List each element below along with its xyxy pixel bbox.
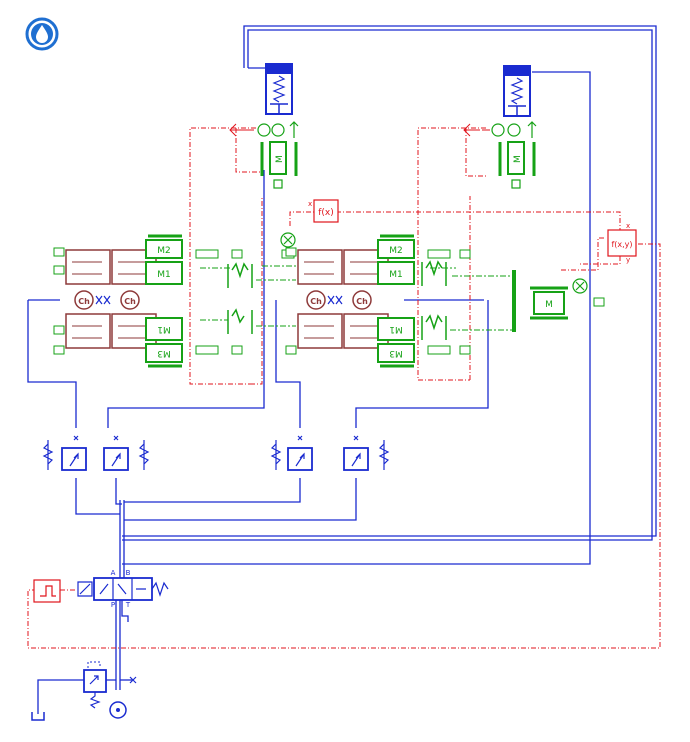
clutch-ch-4[interactable]: Ch [352, 290, 372, 310]
plug-markers [129, 676, 137, 684]
hydraulic-lines [27, 25, 657, 714]
top-right-actuator[interactable] [503, 65, 531, 117]
function-block-fxy[interactable]: f(x,y) [607, 229, 637, 257]
clutch-label: Ch [310, 297, 322, 306]
clutch-label: Ch [124, 297, 136, 306]
gearbox-left: Ch Ch M2 M1 M1 M3 [53, 234, 253, 368]
mass-label: M [275, 155, 285, 163]
top-right-sensor-group: M [463, 121, 537, 189]
input-signal-block[interactable] [33, 579, 61, 603]
speed-sensor-right [572, 278, 588, 294]
top-left-actuator[interactable] [265, 63, 293, 115]
output-mass: M [512, 270, 605, 332]
directional-valve[interactable]: A B P T [77, 569, 169, 609]
function-block-fx[interactable]: f(x) [313, 199, 339, 223]
top-left-sensor-group: M [229, 121, 299, 189]
mass-label: M1 [157, 324, 171, 334]
control-valve-2[interactable] [103, 435, 150, 471]
clutch-label: Ch [356, 297, 368, 306]
mechanical-lines [200, 265, 512, 331]
port-label: P [111, 601, 115, 609]
mass-label: M3 [157, 348, 171, 358]
clutch-ch-1[interactable]: Ch [74, 290, 94, 310]
control-valve-4[interactable] [343, 435, 390, 471]
mass-label: M3 [389, 348, 403, 358]
port-label: A [111, 569, 116, 577]
pressure-relief-valve[interactable] [83, 661, 107, 709]
port-label: B [126, 569, 131, 577]
tank-icon [31, 712, 45, 721]
mass-label: M [545, 300, 553, 310]
mass-label: M2 [389, 246, 403, 256]
gearbox-right: Ch Ch M2 M1 M1 M3 [285, 234, 471, 368]
fxy-input-y: y [626, 256, 630, 264]
fxy-input-x: x [626, 222, 630, 230]
mass-label: M1 [157, 270, 171, 280]
clutch-label: Ch [78, 297, 90, 306]
port-label: T [125, 601, 131, 609]
fx-input-x: x [308, 200, 312, 208]
pump-icon[interactable] [109, 701, 127, 719]
water-drop-icon[interactable] [25, 17, 59, 51]
control-valve-3[interactable] [270, 435, 313, 471]
mass-label: M1 [389, 324, 403, 334]
function-label: f(x,y) [611, 240, 632, 249]
control-valve-1[interactable] [42, 435, 87, 471]
mass-label: M1 [389, 270, 403, 280]
mass-label: M2 [157, 246, 171, 256]
clutch-ch-3[interactable]: Ch [306, 290, 326, 310]
signal-lines [27, 127, 661, 649]
mass-label: M [513, 155, 523, 163]
clutch-ch-2[interactable]: Ch [120, 290, 140, 310]
function-label: f(x) [318, 208, 334, 218]
